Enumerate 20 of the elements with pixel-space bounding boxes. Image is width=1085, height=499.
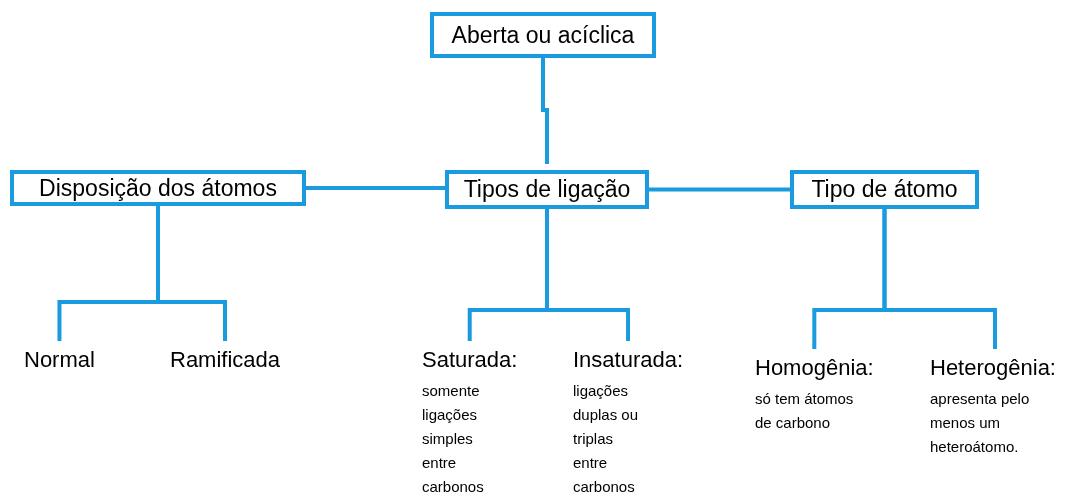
category-description: ligações duplas ou triplas entre carbonos: [573, 381, 639, 497]
connector-line: [156, 206, 227, 341]
category-heading: Homogênia:: [755, 355, 874, 381]
category-heading: Saturada:: [422, 347, 518, 373]
category-box: Disposição dos átomos: [10, 170, 306, 206]
category-box: Tipo de átomo: [790, 170, 979, 209]
category-description: somente ligações simples entre carbonos: [422, 381, 485, 497]
connector-line: [545, 209, 631, 341]
category-heading: Ramificada: [170, 347, 281, 373]
connector-line: [882, 209, 997, 349]
category-description: só tem átomos de carbono: [755, 389, 855, 433]
connector-line: [541, 58, 549, 164]
category-box: Tipos de ligação: [445, 170, 649, 209]
connector-line: [649, 187, 790, 192]
category-heading: Insaturada:: [573, 347, 684, 373]
category-description: apresenta pelo menos um heteroátomo.: [930, 389, 1031, 457]
category-heading: Normal: [24, 347, 95, 373]
connector-line: [306, 186, 445, 190]
category-box: Aberta ou acíclica: [430, 12, 656, 58]
category-heading: Heterogênia:: [930, 355, 1057, 381]
